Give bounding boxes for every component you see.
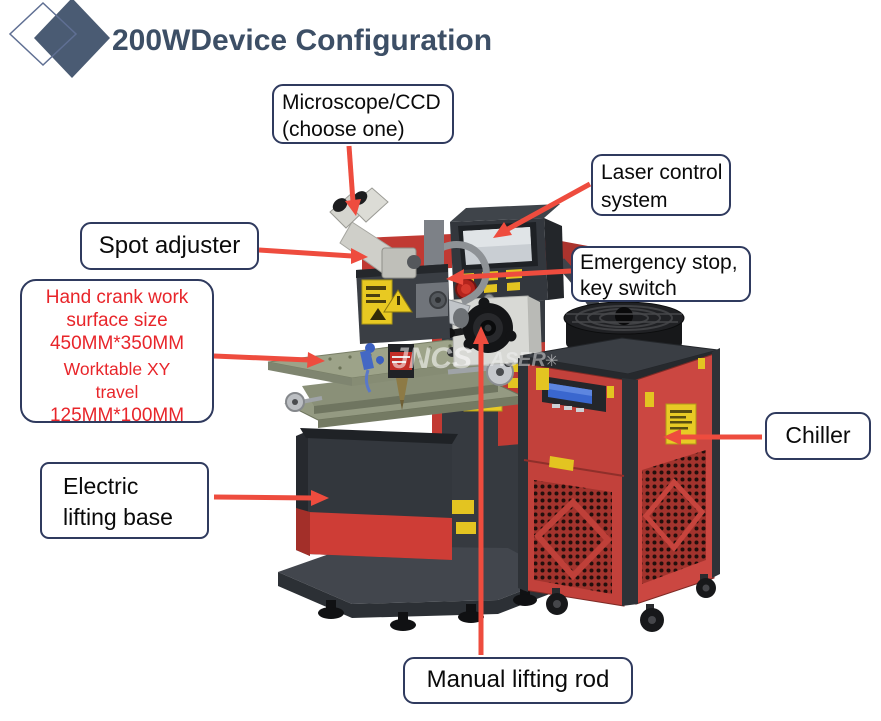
callout-emergency-stop: Emergency stop, key switch xyxy=(571,246,751,302)
head-bracket xyxy=(424,220,444,272)
chiller-unit xyxy=(518,301,720,632)
chiller-vents xyxy=(533,450,706,594)
welder-base-plate xyxy=(278,546,560,631)
callout-spot-adjuster: Spot adjuster xyxy=(80,222,259,270)
callout-hand-crank: Hand crank work surface size 450MM*350MM… xyxy=(20,279,214,426)
lamp-arm xyxy=(425,241,490,306)
welding-head xyxy=(356,220,490,410)
callout-microscope: Microscope/CCD (choose one) xyxy=(272,84,454,144)
brand-watermark: JNCS LASER ✳ xyxy=(392,342,558,375)
arrow-manual-lifting xyxy=(473,326,489,655)
callout-chiller-text: Chiller xyxy=(785,422,851,448)
callout-electric-lifting-line1: Electric xyxy=(63,473,139,499)
callout-hand-crank-line5: travel xyxy=(95,382,139,402)
chiller-fan xyxy=(563,301,685,348)
callout-spot-adjuster-text: Spot adjuster xyxy=(98,232,241,259)
callout-emergency-stop-line1: Emergency stop, xyxy=(580,251,738,274)
microscope xyxy=(329,187,421,279)
callout-manual-lifting: Manual lifting rod xyxy=(403,657,633,704)
watermark-brand-bold: JNCS xyxy=(392,342,472,375)
callout-emergency-stop-line2: key switch xyxy=(580,277,677,300)
nozzle xyxy=(396,378,408,400)
arrow-emergency-stop xyxy=(446,268,572,285)
eyepiece-left xyxy=(332,198,348,212)
leveling-feet xyxy=(318,588,537,631)
arrow-electric-lifting xyxy=(213,490,329,506)
callout-microscope-line1: Microscope/CCD xyxy=(282,91,441,114)
callout-hand-crank-line2: surface size xyxy=(66,310,168,331)
callout-laser-control: Laser control system xyxy=(591,154,731,216)
watermark-brand-light: LASER xyxy=(478,349,546,371)
page-title-main: Device Configuration xyxy=(190,24,493,57)
callout-hand-crank-line3: 450MM*350MM xyxy=(49,333,185,354)
diamond-outline xyxy=(8,1,78,67)
callout-electric-lifting: Electric lifting base xyxy=(40,462,209,539)
callout-chiller: Chiller xyxy=(765,412,871,460)
callout-hand-crank-line4: Worktable XY xyxy=(63,359,171,379)
electric-lifting-base-column xyxy=(296,428,458,560)
chiller-warning-labels xyxy=(536,358,705,471)
chiller-display xyxy=(542,376,606,412)
callout-laser-control-line2: system xyxy=(601,189,668,212)
arrow-hand-crank xyxy=(213,352,325,368)
callout-hand-crank-line6: 125MM*100MM xyxy=(49,405,185,426)
diamond-filled xyxy=(34,0,110,78)
chiller-casters xyxy=(546,574,716,632)
diamond-logo-icon xyxy=(8,0,110,78)
arrow-laser-control xyxy=(493,181,592,238)
starburst-icon: ✳ xyxy=(545,353,558,370)
arrow-chiller xyxy=(663,429,762,445)
callout-microscope-line2: (choose one) xyxy=(282,118,405,141)
callout-electric-lifting-line2: lifting base xyxy=(63,504,173,530)
page-title: 200WDevice Configuration xyxy=(112,24,492,58)
callout-laser-control-line1: Laser control xyxy=(601,161,723,184)
arrow-spot-adjuster xyxy=(258,247,368,264)
page-title-power: 200W xyxy=(112,24,191,57)
callout-manual-lifting-text: Manual lifting rod xyxy=(426,666,610,693)
callout-arrows xyxy=(213,145,762,655)
arrow-microscope xyxy=(345,145,361,216)
callout-hand-crank-line1: Hand crank work xyxy=(45,287,189,308)
